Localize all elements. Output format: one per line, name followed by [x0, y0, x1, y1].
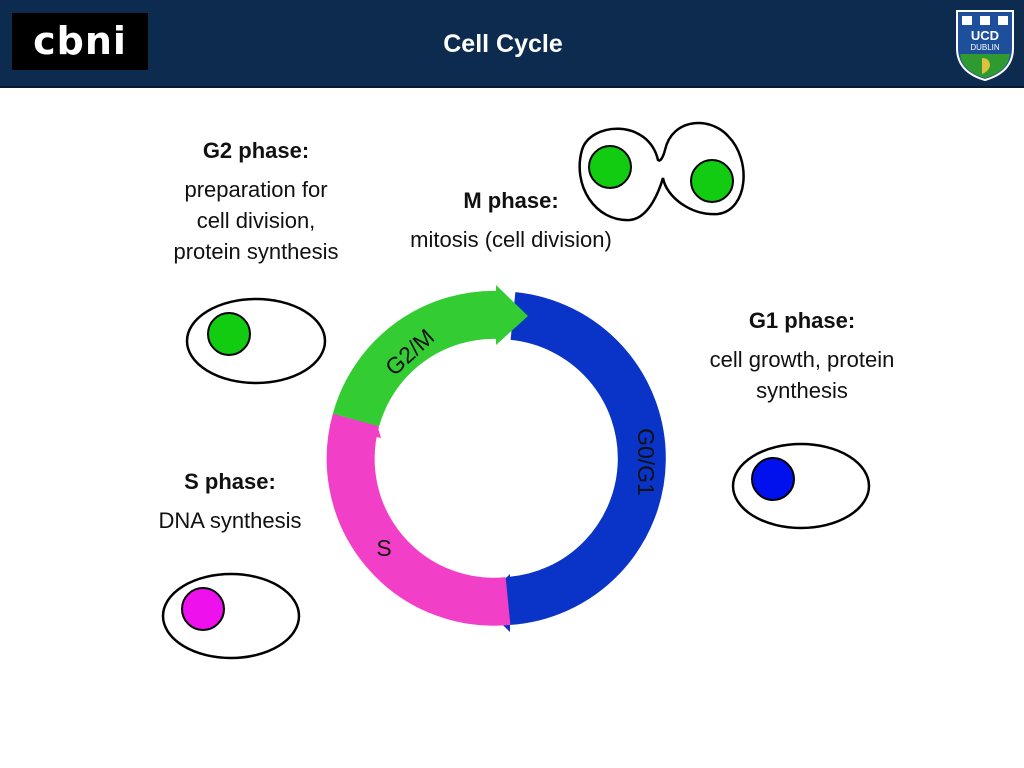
s-phase-heading: S phase:: [184, 469, 276, 494]
m-phase-label: M phase: mitosis (cell division): [380, 185, 642, 255]
g2-phase-description: preparation for cell division, protein s…: [173, 177, 339, 264]
g0g1-label: G0/G1: [633, 428, 659, 496]
s-arrow: [326, 413, 511, 626]
cbni-logo-text: cbni: [33, 19, 127, 63]
g2-nucleus: [207, 312, 251, 356]
m-phase-heading: M phase:: [463, 188, 559, 213]
m-nucleus-right: [690, 159, 734, 203]
s-phase-label: S phase: DNA synthesis: [130, 466, 330, 536]
svg-text:DUBLIN: DUBLIN: [970, 43, 1000, 52]
m-nucleus-left: [588, 145, 632, 189]
g0g1-arrow: [506, 292, 666, 625]
header-bar: cbni Cell Cycle UCD DUBLIN: [0, 0, 1024, 88]
s-label: S: [376, 535, 391, 561]
g1-nucleus: [751, 457, 795, 501]
g2m-arrow: [332, 290, 502, 427]
g1-phase-description: cell growth, protein synthesis: [709, 347, 895, 403]
g2-phase-label: G2 phase: preparation for cell division,…: [140, 135, 372, 267]
m-phase-description: mitosis (cell division): [410, 227, 612, 252]
s-nucleus: [181, 587, 225, 631]
s-phase-description: DNA synthesis: [158, 508, 302, 533]
g1-phase-heading: G1 phase:: [748, 308, 856, 333]
page-title: Cell Cycle: [443, 30, 563, 58]
g2-phase-heading: G2 phase:: [202, 138, 310, 163]
g2-cell: [185, 297, 327, 385]
ucd-crest-logo: UCD DUBLIN: [956, 10, 1014, 82]
svg-text:UCD: UCD: [971, 28, 999, 43]
g2m-arrowhead: [496, 285, 528, 345]
cbni-logo: cbni: [12, 13, 148, 70]
g1-phase-label: G1 phase: cell growth, protein synthesis: [680, 305, 924, 406]
